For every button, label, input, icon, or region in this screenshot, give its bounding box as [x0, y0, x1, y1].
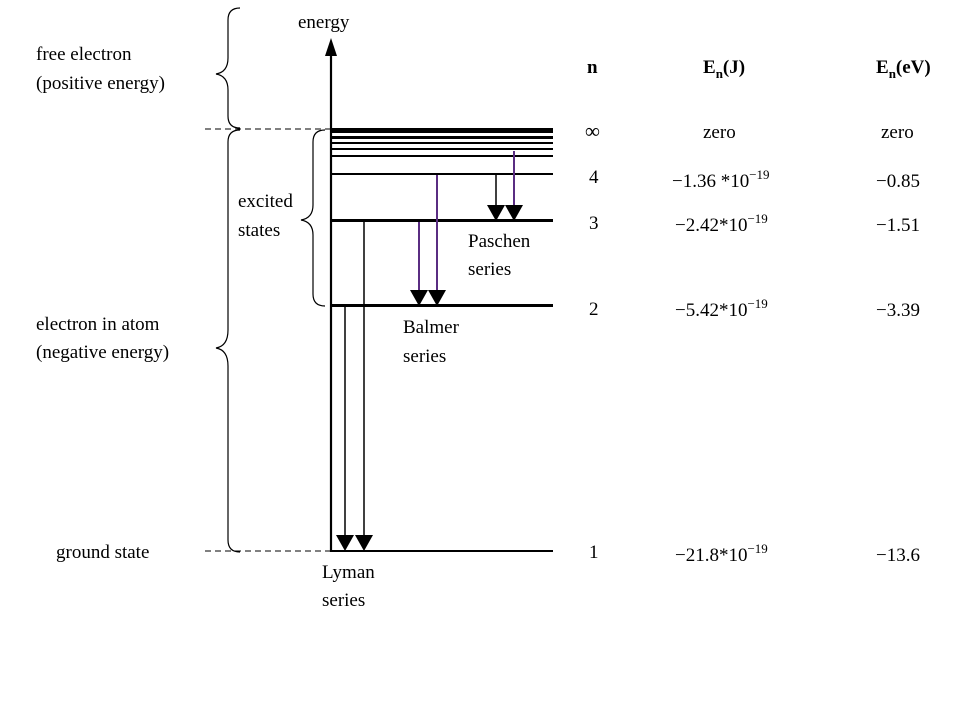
header-ej-unit: (J) [723, 57, 745, 78]
states-label: states [238, 220, 280, 241]
row-2-n: 2 [589, 299, 599, 320]
lyman-series [336, 221, 373, 551]
row-1-energy-ev: −13.6 [876, 545, 920, 566]
balmer-arrowhead-2 [428, 290, 446, 306]
level-n3 [331, 219, 553, 222]
balmer-series-label: series [403, 346, 446, 367]
row-3-energy-j-mantissa: −2.42*10 [675, 215, 747, 236]
energy-axis-arrowhead [325, 38, 337, 56]
paschen-arrowhead-1 [487, 205, 505, 221]
header-eev-sub: n [889, 66, 897, 81]
electron-in-atom-brace [215, 129, 241, 553]
lyman-series-label: series [322, 590, 365, 611]
lyman-arrowhead-1 [336, 535, 354, 551]
ground-state-label: ground state [56, 542, 149, 563]
balmer-arrowhead-1 [410, 290, 428, 306]
positive-energy-label: (positive energy) [36, 73, 165, 94]
row-4-energy-j-mantissa: −1.36 *10 [672, 171, 749, 192]
row-1-n: 1 [589, 542, 599, 563]
lyman-arrowhead-2 [355, 535, 373, 551]
header-energy-joules: En(J) [703, 57, 745, 81]
row-2-energy-j: −5.42*10−19 [675, 296, 768, 321]
free-electron-brace [215, 7, 241, 129]
header-ej-sub: n [716, 66, 724, 81]
row-2-energy-j-mantissa: −5.42*10 [675, 300, 747, 321]
level-converging-4 [331, 155, 553, 157]
row-3-energy-ev: −1.51 [876, 215, 920, 236]
row-1-energy-j-exponent: −19 [747, 541, 767, 556]
level-infinity [331, 128, 553, 133]
level-n2 [331, 304, 553, 307]
lyman-label: Lyman [322, 562, 375, 583]
balmer-label: Balmer [403, 317, 460, 338]
negative-energy-label: (negative energy) [36, 342, 169, 363]
level-converging-3 [331, 148, 553, 150]
excited-states-brace [300, 129, 326, 307]
free-electron-label: free electron [36, 44, 132, 65]
energy-axis-label: energy [298, 12, 350, 33]
paschen-label: Paschen [468, 231, 531, 252]
paschen-arrowhead-2 [505, 205, 523, 221]
header-n: n [587, 57, 598, 78]
row-1-energy-j-mantissa: −21.8*10 [675, 545, 747, 566]
row-3-energy-j: −2.42*10−19 [675, 211, 768, 236]
header-eev-main: E [876, 57, 889, 78]
row-1-energy-j: −21.8*10−19 [675, 541, 768, 566]
row-4-energy-j: −1.36 *10−19 [672, 167, 770, 192]
row-4-energy-j-exponent: −19 [749, 167, 769, 182]
row-infinity-n: ∞ [585, 119, 600, 143]
row-4-energy-ev: −0.85 [876, 171, 920, 192]
row-infinity-energy-ev: zero [881, 122, 914, 143]
row-infinity-energy-j: zero [703, 122, 736, 143]
energy-levels [331, 128, 553, 552]
level-converging-2 [331, 142, 553, 144]
row-3-n: 3 [589, 213, 599, 234]
paschen-series [487, 151, 523, 221]
header-ej-main: E [703, 57, 716, 78]
level-n4 [331, 173, 553, 175]
excited-label: excited [238, 191, 293, 212]
header-energy-ev: En(eV) [876, 57, 931, 81]
level-n1 [331, 550, 553, 552]
row-3-energy-j-exponent: −19 [747, 211, 767, 226]
row-2-energy-ev: −3.39 [876, 300, 920, 321]
level-converging-1 [331, 136, 553, 139]
electron-in-atom-label: electron in atom [36, 314, 160, 335]
paschen-series-label: series [468, 259, 511, 280]
row-2-energy-j-exponent: −19 [747, 296, 767, 311]
header-eev-unit: (eV) [896, 57, 931, 78]
row-4-n: 4 [589, 167, 599, 188]
balmer-series [410, 175, 446, 306]
